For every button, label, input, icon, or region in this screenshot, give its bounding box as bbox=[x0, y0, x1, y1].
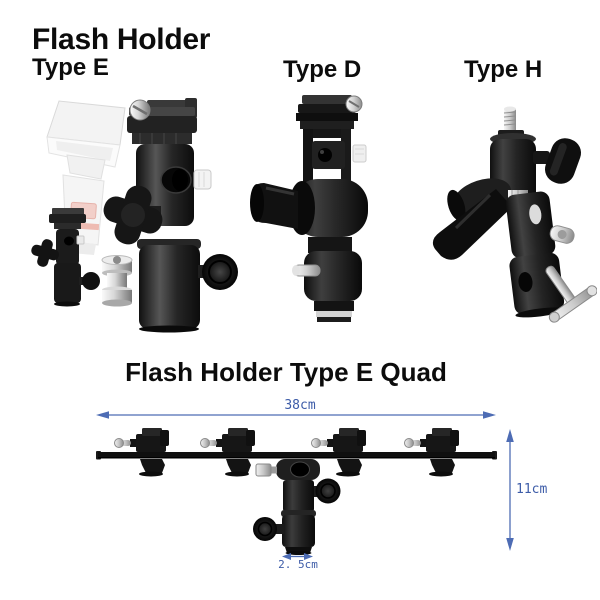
swivel-barrel bbox=[250, 179, 368, 237]
bracket-frame bbox=[303, 129, 367, 187]
type-e-bracket bbox=[103, 98, 238, 333]
mount-dimension-arrow bbox=[282, 553, 313, 560]
top-stud-screw bbox=[498, 106, 524, 137]
upper-knob bbox=[533, 138, 582, 184]
locking-knob bbox=[198, 254, 238, 290]
type-h-label: Type H bbox=[464, 56, 543, 83]
type-d-label: Type D bbox=[283, 56, 362, 83]
t-pin bbox=[545, 265, 597, 323]
hot-shoe bbox=[296, 95, 363, 129]
type-h-product-photo bbox=[432, 106, 597, 323]
height-dimension-arrow bbox=[506, 429, 514, 551]
white-thumbscrew bbox=[193, 169, 212, 190]
shoe-mount-1 bbox=[114, 428, 169, 477]
shoe-mount-4 bbox=[404, 428, 459, 477]
hot-shoe bbox=[127, 98, 197, 133]
mount-dimension-label: 2. 5cm bbox=[278, 558, 318, 571]
umbrella-hole bbox=[160, 166, 192, 194]
height-dimension-label: 11cm bbox=[516, 482, 548, 497]
type-e-label: Type E bbox=[32, 54, 109, 81]
lower-body bbox=[292, 237, 362, 322]
quad-crossbar bbox=[96, 451, 497, 460]
width-dimension-label: 38cm bbox=[284, 398, 316, 413]
type-d-product-photo bbox=[250, 95, 368, 322]
page-title: Flash Holder bbox=[32, 23, 211, 56]
small-star-knob bbox=[31, 239, 59, 267]
star-knob bbox=[103, 185, 163, 245]
quad-title: Flash Holder Type E Quad bbox=[125, 357, 447, 387]
center-bracket bbox=[253, 459, 341, 555]
width-dimension-arrow bbox=[96, 411, 496, 419]
quad-bar-photo bbox=[96, 428, 497, 555]
white-thumbscrew bbox=[352, 144, 367, 163]
main-body bbox=[505, 191, 566, 318]
wing-screw bbox=[549, 225, 575, 244]
type-e-product-photo bbox=[31, 98, 238, 333]
shoe-mount-3 bbox=[311, 428, 366, 477]
shoe-mount-2 bbox=[200, 428, 255, 477]
small-bracket bbox=[31, 208, 100, 307]
spigot-stud bbox=[101, 255, 133, 307]
